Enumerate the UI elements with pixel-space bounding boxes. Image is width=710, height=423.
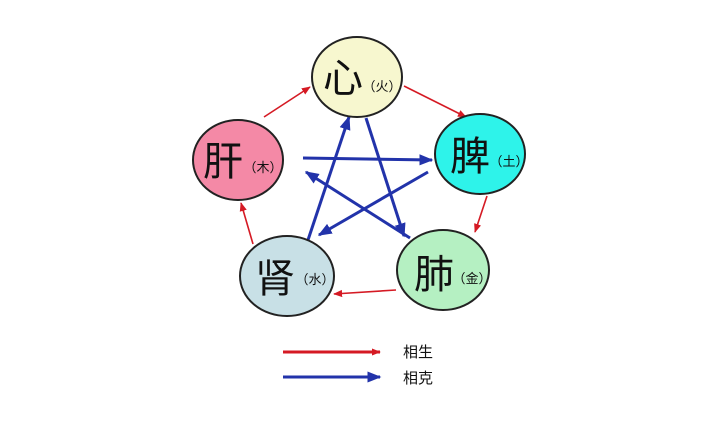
node-liver-circle xyxy=(192,119,284,201)
node-spleen: 脾 （土） xyxy=(434,113,529,195)
node-lung-circle xyxy=(396,229,490,311)
controlling-arrow-heart-lung xyxy=(364,117,406,238)
legend-controlling-label: 相克 xyxy=(403,369,433,387)
node-kidney-circle xyxy=(239,235,335,317)
node-liver: 肝 （木） xyxy=(192,119,284,201)
generating-arrows xyxy=(239,85,488,298)
node-heart-element: （火） xyxy=(362,80,401,95)
node-spleen-element: （土） xyxy=(489,155,528,170)
controlling-arrow-kidney-heart xyxy=(306,115,351,241)
controlling-arrow-lung-liver xyxy=(304,170,411,240)
generating-arrow-kidney-liver xyxy=(239,202,254,245)
node-heart: 心 （火） xyxy=(311,36,403,118)
node-lung-organ: 肺 xyxy=(414,252,454,298)
legend-generating-label: 相生 xyxy=(403,343,433,361)
legend: 相生 相克 xyxy=(283,343,433,387)
controlling-arrow-spleen-kidney xyxy=(317,170,429,237)
generating-arrow-lung-kidney xyxy=(333,289,397,298)
node-kidney-element: （水） xyxy=(295,273,334,288)
node-heart-circle xyxy=(311,36,403,118)
controlling-arrow-liver-spleen xyxy=(302,154,434,166)
generating-arrow-spleen-lung xyxy=(474,195,488,233)
node-kidney-organ: 肾 xyxy=(255,256,295,302)
controlling-arrows xyxy=(302,115,434,241)
node-liver-element: （木） xyxy=(243,161,282,176)
node-liver-organ: 肝 xyxy=(203,139,243,185)
generating-arrow-liver-heart xyxy=(263,86,311,118)
node-spleen-organ: 脾 xyxy=(450,134,490,180)
node-spleen-circle xyxy=(434,113,526,195)
node-lung-element: （金） xyxy=(452,271,491,287)
node-kidney: 肾 （水） xyxy=(239,235,335,317)
generating-arrow-heart-spleen xyxy=(403,85,467,118)
node-lung: 肺 （金） xyxy=(396,229,492,311)
node-heart-organ: 心 xyxy=(323,56,363,102)
